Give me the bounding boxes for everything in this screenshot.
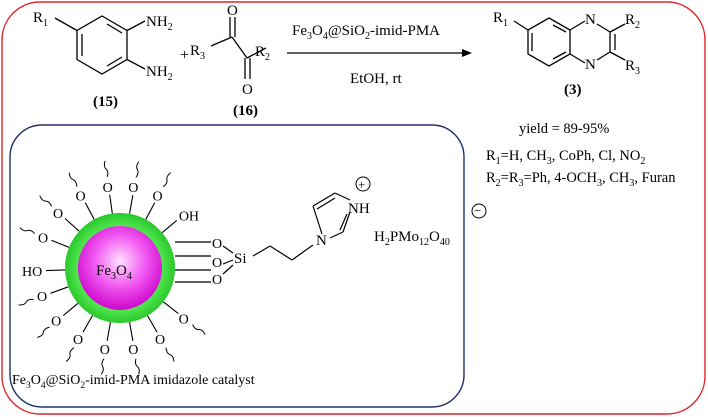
cation-charge-circle [355,176,371,192]
r2-r3-substituents-text: R2=R3=Ph, 4-OCH3, CH3, Furan [486,170,676,189]
core-label: Fe3O4 [96,263,132,282]
surface-bond [109,194,113,214]
surface-bond [106,322,111,341]
surface-o-label: O [128,343,138,358]
anion-charge-circle [471,203,487,219]
surface-bond [51,239,70,248]
linker-o-1: O [212,237,222,252]
surface-bond [129,195,134,214]
compound-15-r1-label: R1 [33,10,48,29]
wavy-chain [134,358,140,375]
compound-16-o-bottom: O [242,82,253,98]
surface-bond [145,202,156,220]
wavy-chain [162,172,172,188]
wavy-chain [135,161,140,178]
imidazole-nh-label: NH [348,201,370,217]
wavy-chain [18,298,34,306]
surface-bond [64,218,80,232]
compound-16-structure [210,17,267,79]
compound-16-r2-label: R2 [255,44,270,63]
wavy-chain [103,160,109,178]
wavy-chain [19,227,36,234]
wavy-chain [37,326,50,338]
compound-16-label: (16) [233,103,258,119]
surface-oh-label: OH [179,209,199,224]
surface-o-label: O [179,312,189,327]
product-r2-label: R2 [625,12,640,31]
surface-o-label: O [51,315,61,330]
catalyst-panel-frame [9,124,465,408]
wavy-chain [39,195,53,207]
yield-text: yield = 89-95% [519,121,609,137]
compound-15-nh2-bottom: NH2 [146,64,173,83]
r1-substituents-text: R1=H, CH3, CoPh, Cl, NO2 [486,148,645,167]
surface-o-label: O [38,231,48,246]
surface-o-label: O [53,207,63,222]
silicon-label: Si [234,251,247,267]
pma-anion-label: H2PMo12O40 [374,229,450,248]
linker-o-2: O [212,256,222,271]
solvent-condition-text: EtOH, rt [350,71,402,87]
anion-minus-sign: − [474,203,481,218]
surface-o-label: O [37,290,47,305]
product-3-structure [513,17,626,67]
surface-bond [163,301,179,314]
compound-15-structure [54,15,146,75]
plus-sign: + [180,47,189,64]
imidazolium-ring [312,192,351,239]
surface-o-label: O [73,333,83,348]
product-3-label: (3) [564,82,582,98]
product-r3-label: R3 [625,58,640,77]
surface-o-label: O [155,333,165,348]
product-r1-label: R1 [493,10,508,29]
surface-o-label: O [103,181,113,196]
surface-bond [62,302,79,316]
surface-bond [46,269,66,272]
wavy-chain [65,347,75,362]
reaction-arrow-head [462,49,472,57]
surface-o-label: O [152,190,162,205]
surface-o-label: O [128,181,138,196]
si-linker-bonds [175,241,314,283]
surface-bond [129,322,134,341]
surface-o-label: O [100,343,110,358]
surface-ho-label: HO [22,265,42,280]
wavy-chain [68,172,78,187]
compound-15-label: (15) [93,94,118,110]
cation-plus-sign: + [358,177,365,192]
compound-16-o-top: O [227,3,238,19]
wavy-chain [192,324,206,335]
surface-bond [84,202,95,220]
surface-bond [50,286,69,294]
magnetite-core [78,226,162,310]
linker-o-3: O [212,273,222,288]
wavy-chain [100,358,105,375]
product-n-top: N [585,12,596,28]
surface-bond [161,220,178,234]
surface-o-label: O [76,190,86,205]
compound-16-r3-label: R3 [190,43,205,62]
catalyst-condition-text: Fe3O4@SiO2-imid-PMA [292,23,440,42]
surface-bond [82,315,93,333]
product-n-bottom: N [585,57,596,73]
surface-bond [147,315,158,333]
wavy-chain [165,347,175,362]
compound-15-nh2-top: NH2 [146,14,173,33]
imidazole-n-label: N [316,233,327,249]
catalyst-caption: Fe3O4@SiO2-imid-PMA imidazole catalyst [12,373,255,391]
